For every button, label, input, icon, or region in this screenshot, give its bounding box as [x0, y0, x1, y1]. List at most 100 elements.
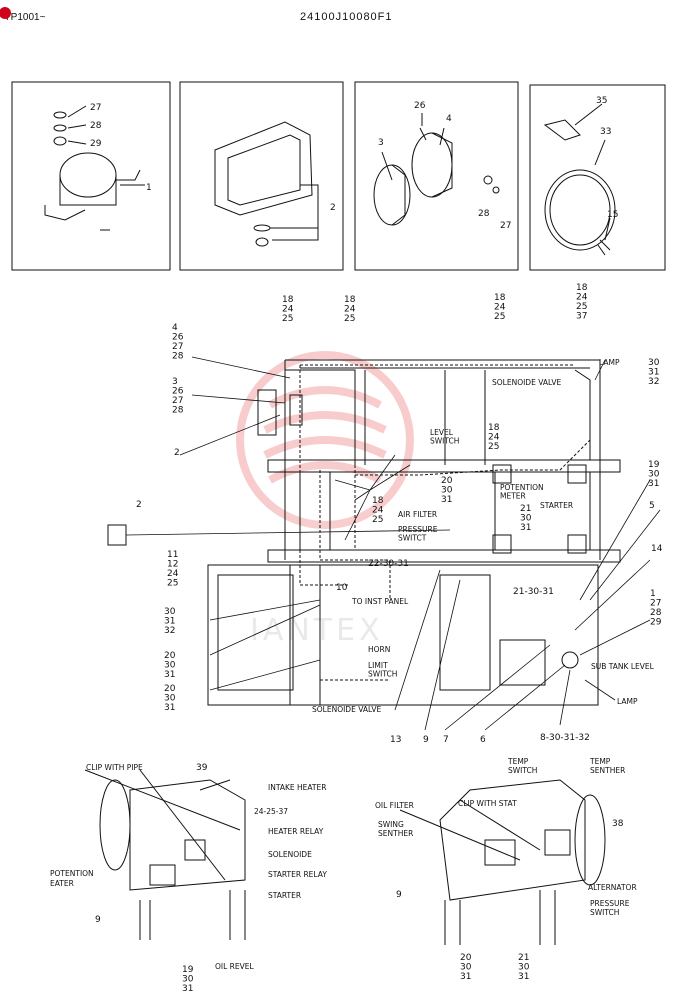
ref-stack-r6-4: 28 [172, 406, 184, 416]
callout-28: 28 [90, 121, 102, 131]
ref-stack-r5-4: 28 [172, 352, 184, 362]
callout-n9: 9 [423, 735, 429, 745]
label-intake-heater: INTAKE HEATER [268, 783, 326, 792]
model-range-text: YP1001~ [4, 12, 46, 23]
label-temp-senther-2: SENTHER [590, 766, 625, 775]
ref-stack-r11-2: 30 [520, 514, 532, 524]
label-temp-switch-2: SWITCH [508, 766, 537, 775]
ref-stack-r9-1: 20 [441, 476, 453, 486]
label-pressure-switch-2: SWITCH [590, 908, 619, 917]
ref-stack-r14-3: 32 [164, 626, 175, 636]
ref-stack-r1-3: 25 [282, 314, 293, 324]
ref-stack-r14-1: 30 [164, 607, 176, 617]
ref-stack-r10-3: 31 [648, 479, 659, 489]
callout-n2b: 2 [136, 500, 142, 510]
label-potention-meter-2: METER [500, 492, 526, 501]
callout-27: 27 [500, 221, 511, 231]
ref-stack-r7-2: 31 [648, 368, 659, 378]
ref-stack-21-2: 30 [518, 963, 530, 973]
machine-frame [107, 359, 621, 706]
ref-stack-r1-2: 24 [282, 305, 294, 315]
callout-9-right: 9 [396, 890, 402, 900]
label-starter: STARTER [268, 891, 301, 900]
ref-stack-r8-3: 25 [488, 442, 499, 452]
label-air-filter: AIR FILTER [398, 510, 437, 519]
label-horn: HORN [368, 645, 390, 654]
ref-stack-r16-2: 30 [164, 694, 176, 704]
label-oil-filter: OIL FILTER [375, 801, 414, 810]
callout-n6: 6 [480, 735, 486, 745]
ref-stack-r2-3: 25 [344, 314, 355, 324]
ref-stack-r4-2: 24 [576, 293, 588, 303]
callout-38: 38 [612, 819, 624, 829]
ref-stack-r10-1: 19 [648, 460, 660, 470]
ref-stack-r15-1: 20 [164, 651, 176, 661]
detail-box-lamp [179, 81, 344, 271]
callout-29: 29 [90, 139, 102, 149]
callout-text-layer: 2728291226432827353315182425182425182425… [50, 96, 663, 994]
ref-stack-r1-1: 18 [282, 295, 294, 305]
label-swing-senther-1: SWING [378, 820, 404, 829]
label-oil-revel: OIL REVEL [215, 962, 254, 971]
ref-stack-r12-1: 18 [372, 496, 384, 506]
engine-right-view [399, 779, 606, 945]
ref-stack-r16-3: 31 [164, 703, 175, 713]
ref-stack-r17-3: 28 [650, 608, 662, 618]
label-potention-heater-2: EATER [50, 879, 74, 888]
callout-27: 27 [90, 103, 101, 113]
wiring-harness [299, 364, 591, 681]
ref-stack-19-3: 31 [182, 984, 193, 994]
label-clip-with-pipe: CLIP WITH PIPE [86, 763, 143, 772]
ref-stack-r9-2: 30 [441, 486, 453, 496]
label-lamp-top: LAMP [599, 358, 620, 367]
engine-left-view [84, 769, 246, 940]
ref-stack-r6-1: 3 [172, 377, 178, 387]
callout-24-25-37: 24-25-37 [254, 807, 288, 816]
ref-stack-r17-2: 27 [650, 599, 661, 609]
callout-28: 28 [478, 209, 490, 219]
ref-stack-r7-1: 30 [648, 358, 660, 368]
ref-stack-r11-1: 21 [520, 504, 531, 514]
ref-stack-r9-3: 31 [441, 495, 452, 505]
callout-26: 26 [414, 101, 426, 111]
callout-35: 35 [596, 96, 607, 106]
callout-n10: 10 [336, 583, 348, 593]
detail-box-band [529, 84, 666, 271]
ref-stack-r10-2: 30 [648, 470, 660, 480]
ref-stack-r5-2: 26 [172, 333, 184, 343]
label-starter: STARTER [540, 501, 573, 510]
label-limit-switch-2: SWITCH [368, 670, 397, 679]
label-solenoid-bottom: SOLENOIDE VALVE [312, 705, 381, 714]
callout-n22: 22-30-31 [368, 559, 409, 569]
label-clip-with-stat: CLIP WITH STAT [458, 799, 517, 808]
ref-stack-r5-3: 27 [172, 342, 183, 352]
ref-stack-r13-4: 25 [167, 579, 178, 589]
ref-stack-r15-3: 31 [164, 670, 175, 680]
ref-stack-r6-2: 26 [172, 387, 184, 397]
ref-stack-r3-1: 18 [494, 293, 506, 303]
label-sub-tank-level: SUB TANK LEVEL [591, 662, 655, 671]
callout-9: 9 [95, 915, 101, 925]
ref-stack-r13-1: 11 [167, 550, 178, 560]
ref-stack-20-1: 20 [460, 953, 472, 963]
ref-stack-21-1: 21 [518, 953, 529, 963]
label-starter-relay: STARTER RELAY [268, 870, 327, 879]
callout-2: 2 [330, 203, 336, 213]
callout-n13: 13 [390, 735, 401, 745]
label-potention-meter-1: POTENTION [500, 483, 544, 492]
ref-stack-r16-1: 20 [164, 684, 176, 694]
ref-stack-20-2: 30 [460, 963, 472, 973]
callout-4: 4 [446, 114, 452, 124]
ref-stack-r12-3: 25 [372, 515, 383, 525]
callout-n7: 7 [443, 735, 449, 745]
detail-box-bracket [354, 81, 519, 271]
ref-stack-r7-3: 32 [648, 377, 659, 387]
ref-stack-r17-1: 1 [650, 589, 656, 599]
label-to-inst-panel: TO INST PANEL [351, 597, 409, 606]
ref-stack-21-3: 31 [518, 972, 529, 982]
callout-15: 15 [607, 210, 618, 220]
label-pressure-switch-2: SWITCT [398, 534, 427, 543]
ref-stack-r11-3: 31 [520, 523, 531, 533]
detail-box-relay [11, 81, 171, 271]
